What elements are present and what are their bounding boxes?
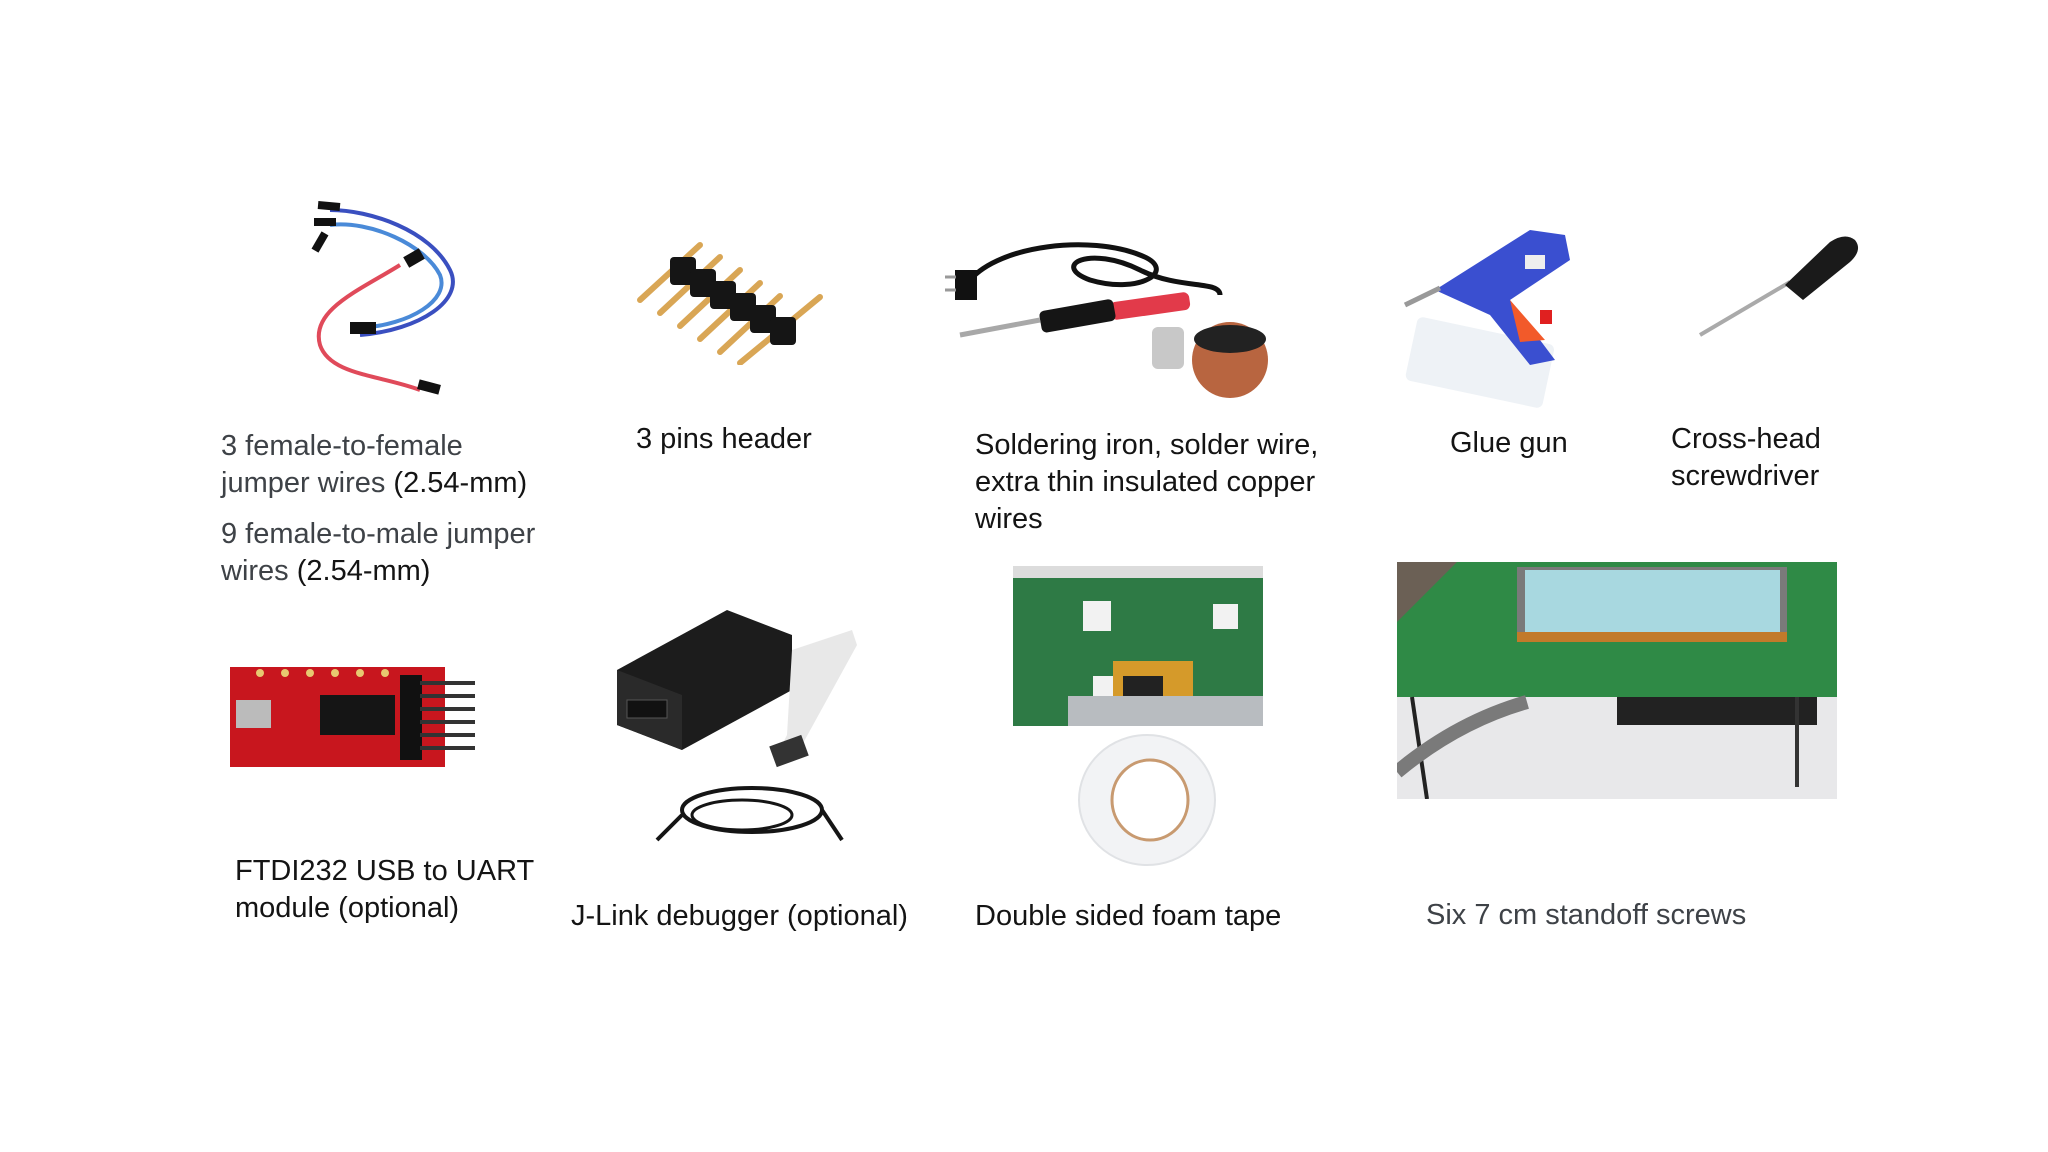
foam-tape-caption: Double sided foam tape <box>975 900 1282 932</box>
ftdi-module-image-icon <box>230 665 480 775</box>
screwdriver-image-icon <box>1695 230 1865 340</box>
soldering-caption: Soldering iron, solder wire, extra thin … <box>975 429 1319 535</box>
tape-roll-icon <box>1072 730 1217 870</box>
jumper-wires-caption: 3 female-to-female jumper wires (2.54-mm… <box>221 430 536 587</box>
standoff-screws-image-icon <box>1397 562 1837 799</box>
foam-tape-image-icon <box>1013 566 1263 726</box>
screwdriver-caption: Cross-head screwdriver <box>1671 423 1821 492</box>
glue-gun-caption: Glue gun <box>1450 427 1568 459</box>
jlink-caption: J-Link debugger (optional) <box>571 900 908 932</box>
soldering-iron-image-icon <box>940 235 1320 400</box>
standoff-caption: Six 7 cm standoff screws <box>1426 899 1747 931</box>
glue-gun-image-icon <box>1400 220 1615 410</box>
ftdi-caption: FTDI232 USB to UART module (optional) <box>235 855 535 924</box>
jumper-wires-image-icon <box>300 190 480 405</box>
jlink-debugger-image-icon <box>612 605 862 855</box>
pin-header-caption: 3 pins header <box>636 423 812 455</box>
pin-header-image-icon <box>635 235 825 365</box>
